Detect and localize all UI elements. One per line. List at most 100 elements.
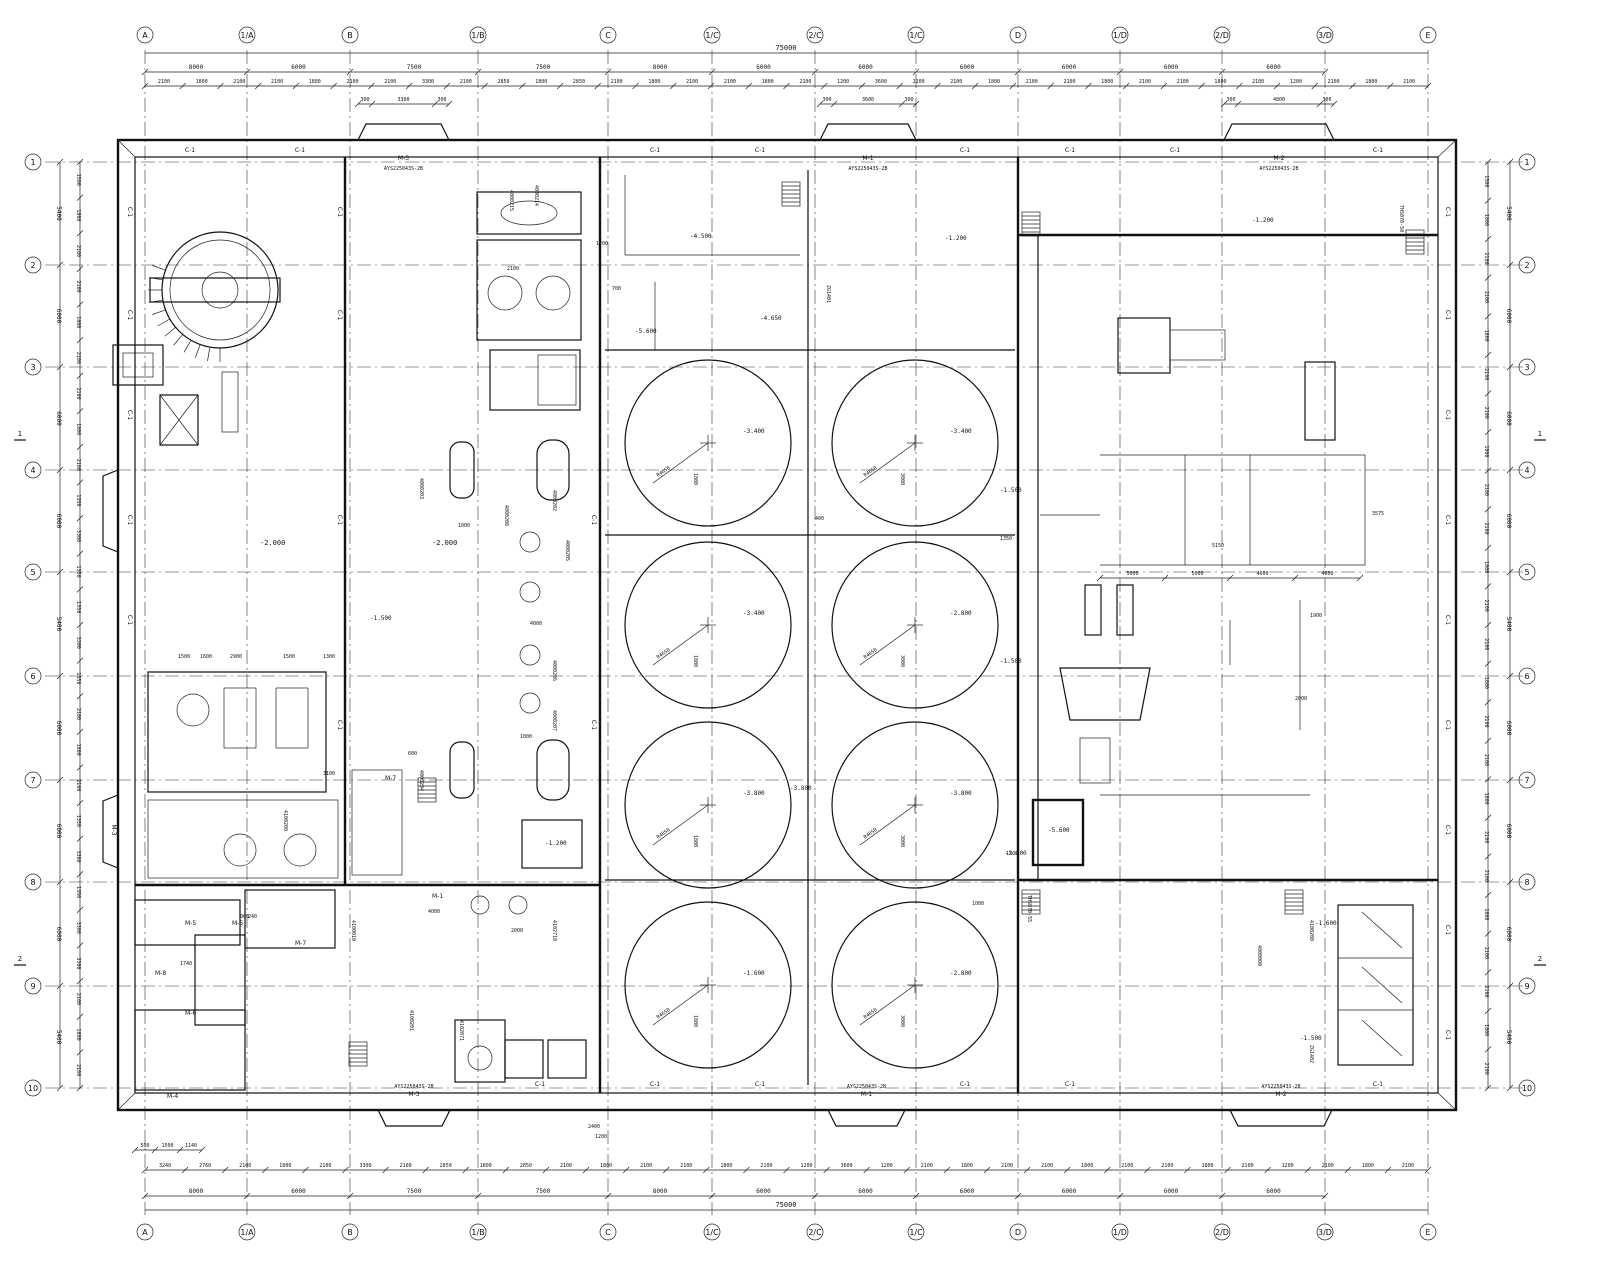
- skid-cross: [159, 394, 199, 446]
- sub-dim-right-text: 2100: [1483, 407, 1489, 419]
- section-mark: 2: [1538, 955, 1542, 963]
- row-axis-label: 6: [30, 672, 35, 681]
- filter-room: [476, 239, 582, 341]
- sub-dim-top-text: 1800: [1214, 79, 1226, 85]
- platform: [1304, 361, 1336, 441]
- sub-dim-left-text: 1350: [75, 815, 81, 827]
- misc-dimension: 1200: [595, 1134, 607, 1140]
- section-mark: 1: [18, 430, 22, 438]
- sub-dim-right-text: 2100: [1483, 986, 1489, 998]
- entrance-canopy: [827, 1109, 906, 1127]
- sub-dim-top-text: 2100: [1328, 79, 1340, 85]
- sub-dim-left-tick: [76, 265, 84, 273]
- tank-radius-label: R4650: [656, 827, 672, 841]
- sub-dim-left-text: 1350: [75, 601, 81, 613]
- sub-dim-left-tick: [76, 871, 84, 878]
- spiral-stair-tread: [149, 277, 163, 281]
- equipment-tag: THS070-55: [1026, 895, 1032, 922]
- sub-dim-bottom-text: 1200: [801, 1163, 813, 1169]
- bay-dim-bottom-text: 6000: [960, 1188, 975, 1195]
- row-dim-left-text: 6000: [55, 411, 62, 426]
- door-dim-m1-text: 3600: [862, 97, 874, 103]
- sub-dim-left-text: 1800: [75, 316, 81, 328]
- column-axis-label: C: [605, 31, 611, 40]
- column-axis-label: 1/B: [471, 1228, 484, 1237]
- circular-tank: [831, 359, 999, 527]
- tank-radius-line: [859, 624, 916, 666]
- total-dim-top: 75000: [775, 44, 796, 52]
- row-axis-bubble: [24, 153, 42, 171]
- shaft-inner: [122, 352, 154, 378]
- sub-dim-bottom-tick: [502, 1166, 510, 1174]
- equipment-tag: 4100208: [282, 810, 288, 831]
- sub-dim-left-text: 1350: [75, 886, 81, 898]
- sub-dim-bottom-tick: [1104, 1166, 1111, 1174]
- equipment-tag: 4000215: [508, 190, 514, 211]
- door-label: M-1: [861, 1091, 872, 1098]
- window-label: C-1: [1373, 1081, 1383, 1088]
- row-axis-label: 1: [1524, 158, 1529, 167]
- row-axis-bubble: [1518, 358, 1536, 376]
- column-axis-label: B: [347, 1228, 353, 1237]
- chemical-skid: [537, 354, 577, 406]
- column-axis-label: 1/C: [909, 31, 923, 40]
- door-label: M-7: [385, 775, 396, 782]
- sub-dim-top-tick: [1273, 82, 1281, 90]
- tank-elevation: -2.800: [950, 970, 972, 977]
- column-axis-bubble: [238, 1223, 256, 1241]
- sub-dim-top-text: 2100: [460, 79, 472, 85]
- column-axis-label: E: [1425, 1228, 1430, 1237]
- row-axis-label: 10: [28, 1084, 38, 1093]
- row-dim-right-tick: [1506, 982, 1514, 990]
- sub-dim-right-text: 1800: [1483, 214, 1489, 226]
- sub-dim-right-tick: [1484, 158, 1492, 166]
- tank-radius-line: [652, 984, 709, 1026]
- column-axis-bubble: [806, 26, 824, 44]
- meter-symbol: [508, 895, 528, 915]
- sub-dim-top-text: 2850: [497, 79, 509, 85]
- sub-dim-right-tick: [1484, 313, 1492, 320]
- sub-dim-right-tick: [1484, 969, 1492, 976]
- bay-dim-bottom-text: 6000: [291, 1188, 306, 1195]
- sub-dim-right-text: 1500: [1483, 175, 1489, 187]
- tank-elevation: -2.800: [950, 610, 972, 617]
- sub-dim-left-text: 1800: [75, 744, 81, 756]
- rooms-and-equipment: [112, 175, 1425, 1091]
- sub-dim-bottom-tick: [302, 1166, 309, 1174]
- door-label: M-8: [155, 970, 166, 977]
- pit-elevation: -1.200: [545, 840, 567, 847]
- sub-dim-right-tick: [1484, 1007, 1492, 1015]
- clarifier-bridge: [149, 277, 281, 303]
- sub-dim-right-text: 2100: [1483, 523, 1489, 535]
- column-axis-bubble: [703, 26, 721, 44]
- pump-symbol: [467, 1045, 493, 1071]
- row-axis-label: 4: [1524, 466, 1529, 475]
- bay-dim-bottom-tick: [811, 1192, 819, 1200]
- bay-dim-top-text: 8000: [189, 64, 204, 71]
- building-walls: [102, 123, 1458, 1127]
- sub-dim-left-text: 2100: [75, 352, 81, 364]
- tank-dim: 3000: [899, 473, 905, 485]
- door-dim-m3-tick: [431, 100, 439, 108]
- sub-dim-right-text: 2100: [1483, 831, 1489, 843]
- row-axis-bubble: [24, 667, 42, 685]
- sub-dim-right-text: 2100: [1483, 754, 1489, 766]
- sub-dim-left-text: 3300: [75, 637, 81, 649]
- misc-dimension: 2400: [588, 1124, 600, 1130]
- sub-dim-bottom-tick: [221, 1166, 229, 1174]
- sub-dim-top-tick: [670, 82, 677, 90]
- row-axis-bubble: [24, 256, 42, 274]
- drawing-labels: M-3AYS225043S-2BM-1AYS225043S-2BM-2AYS22…: [14, 147, 1546, 1140]
- circular-tank: [831, 541, 999, 709]
- window-label: C-1: [1444, 825, 1451, 835]
- row-axis-label: 4: [30, 466, 35, 475]
- sub-dim-right-tick: [1484, 390, 1492, 397]
- sub-dim-left-tick: [76, 586, 84, 593]
- bay-dim-bottom-text: 6000: [1164, 1188, 1179, 1195]
- sub-dim-left-tick: [76, 372, 84, 379]
- control-cabinet: [504, 1039, 544, 1079]
- column-axis-bubble: [907, 1223, 925, 1241]
- sub-dim-bottom-text: 2100: [680, 1163, 692, 1169]
- bay-dim-bottom-text: 7500: [536, 1188, 551, 1195]
- sub-dim-bottom-tick: [783, 1166, 790, 1174]
